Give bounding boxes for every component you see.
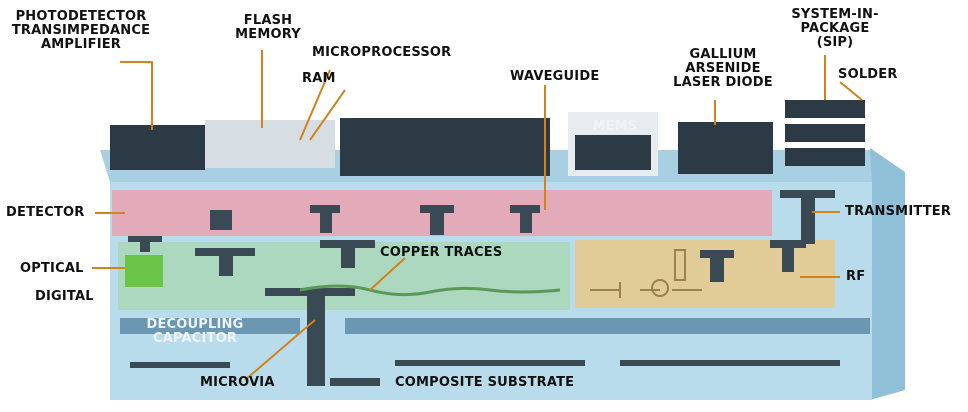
label-microvia: MICROVIA	[200, 376, 275, 390]
label-photodetector: PHOTODETECTOR TRANSIMPEDANCE AMPLIFIER	[6, 10, 156, 52]
microprocessor-chip	[340, 118, 550, 176]
decoupling-line-2: CAPACITOR	[130, 332, 260, 346]
label-flash-memory: FLASH MEMORY	[228, 14, 308, 42]
label-decoupling: DECOUPLING CAPACITOR	[130, 318, 260, 346]
gallium-line-1: GALLIUM	[668, 48, 778, 62]
label-mems: MEMS	[590, 120, 640, 134]
mems-window	[575, 135, 651, 170]
photodetector-line-2: TRANSIMPEDANCE	[6, 24, 156, 38]
photodetector-line-3: AMPLIFIER	[6, 38, 156, 52]
label-sip: SYSTEM-IN- PACKAGE (SIP)	[785, 8, 885, 50]
sip-layer-1	[785, 100, 865, 118]
via-5	[330, 378, 380, 386]
label-solder: SOLDER	[838, 68, 898, 82]
substrate-layer-5	[620, 360, 840, 366]
gallium-line-3: LASER DIODE	[668, 76, 778, 90]
label-copper-traces: COPPER TRACES	[380, 246, 502, 260]
label-digital: DIGITAL	[35, 290, 94, 304]
via-6	[210, 210, 232, 230]
laser-diode-chip	[678, 122, 773, 174]
flash-memory-line-1: FLASH	[228, 14, 308, 28]
substrate-layer-3	[130, 362, 230, 368]
label-transmitter: TRANSMITTER	[845, 205, 951, 219]
pointer-solder	[840, 82, 862, 100]
label-waveguide: WAVEGUIDE	[510, 70, 599, 84]
substrate-layer-2	[345, 318, 870, 334]
flash-memory-line-2: MEMORY	[228, 28, 308, 42]
label-composite-substrate: COMPOSITE SUBSTRATE	[395, 376, 574, 390]
sip-line-3: (SIP)	[785, 36, 885, 50]
sip-layer-2	[785, 124, 865, 142]
sip-line-2: PACKAGE	[785, 22, 885, 36]
decoupling-line-1: DECOUPLING	[130, 318, 260, 332]
label-rf: RF	[846, 270, 865, 284]
label-optical: OPTICAL	[20, 262, 84, 276]
flash-memory-chip	[205, 120, 335, 168]
sip-layer-3	[785, 148, 865, 166]
label-detector: DETECTOR	[6, 206, 85, 220]
label-ram: RAM	[302, 72, 336, 86]
sip-line-1: SYSTEM-IN-	[785, 8, 885, 22]
pointer-photodetector	[120, 62, 152, 130]
label-gallium: GALLIUM ARSENIDE LASER DIODE	[668, 48, 778, 90]
photodetector-chip	[110, 125, 205, 170]
substrate-side	[870, 148, 905, 400]
gallium-line-2: ARSENIDE	[668, 62, 778, 76]
decoupling-capacitor-block	[125, 255, 163, 287]
photodetector-line-1: PHOTODETECTOR	[6, 10, 156, 24]
substrate-layer-4	[395, 360, 585, 366]
label-microprocessor: MICROPROCESSOR	[312, 46, 451, 60]
